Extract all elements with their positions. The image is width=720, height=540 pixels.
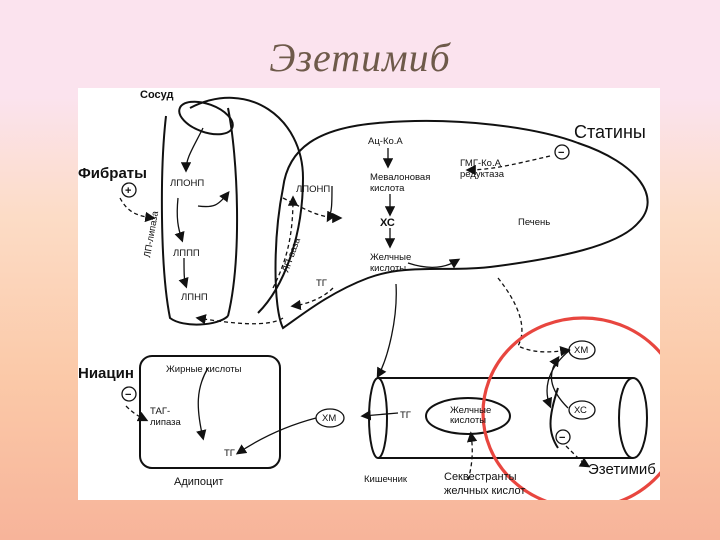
tag-line2: липаза xyxy=(150,417,182,428)
bile-int-line2: кислоты xyxy=(450,415,486,426)
dashed-arrows xyxy=(120,156,588,480)
bile-liver-line2: кислоты xyxy=(370,263,406,274)
mevalonate-line1: Мевалоновая xyxy=(370,172,430,183)
ezetimibe-minus-sign: − xyxy=(559,432,565,444)
lpnp-label: ЛПНП xyxy=(181,292,208,303)
statins-label: Статины xyxy=(574,122,646,142)
lponp-vessel-label: ЛПОНП xyxy=(170,178,204,189)
tag-line1: ТАГ- xyxy=(150,406,170,417)
chs-right-label: ХС xyxy=(574,405,587,416)
chm-mid-label: ХМ xyxy=(322,413,336,424)
diagram-panel: Сосуд Фибраты + ЛП-липаза ЛПОНП ЛППП ЛПН… xyxy=(78,88,660,500)
slide-title: Эзетимиб xyxy=(0,34,720,81)
fibrates-plus-sign: + xyxy=(125,185,131,197)
sequestrants-line2: желчных кислот xyxy=(444,485,525,497)
tg-intestine-label: ТГ xyxy=(400,410,411,421)
mevalonate-line2: кислота xyxy=(370,183,405,194)
niacin-minus-sign: − xyxy=(125,389,131,401)
bile-liver-line1: Желчные xyxy=(370,252,411,263)
hmg-line2: редуктаза xyxy=(460,169,505,180)
tg-adipo-label: ТГ xyxy=(224,448,235,459)
sequestrants-line1: Секвестранты xyxy=(444,471,517,483)
intestine-label: Кишечник xyxy=(364,474,408,485)
ezetimibe-label: Эзетимиб xyxy=(588,461,656,478)
liver-label: Печень xyxy=(518,217,550,228)
niacin-label: Ниацин xyxy=(78,365,134,382)
hmg-line1: ГМГ-Ко.А xyxy=(460,158,502,169)
lipid-metabolism-diagram: Сосуд Фибраты + ЛП-липаза ЛПОНП ЛППП ЛПН… xyxy=(78,88,660,500)
tg-liver-label: ТГ xyxy=(316,278,327,289)
fatty-acids-label: Жирные кислоты xyxy=(166,364,242,375)
lppp-label: ЛППП xyxy=(173,248,200,259)
statins-minus-sign: − xyxy=(558,147,564,159)
adipocyte-label: Адипоцит xyxy=(174,476,223,488)
acetyl-coa-label: Ац-Ко.А xyxy=(368,136,403,147)
fibrates-label: Фибраты xyxy=(78,165,147,182)
ltg-lipase-label: ЛП-ваза xyxy=(280,236,303,274)
lpl-label: ЛП-липаза xyxy=(142,210,161,259)
chm-right-label: ХМ xyxy=(574,345,588,356)
liver-shape xyxy=(276,121,648,328)
vessel-shape xyxy=(162,95,303,324)
lponp-liver-label: ЛПОНП xyxy=(296,184,330,195)
cholesterol-liver-label: ХС xyxy=(380,217,395,229)
vessel-label: Сосуд xyxy=(140,89,173,101)
